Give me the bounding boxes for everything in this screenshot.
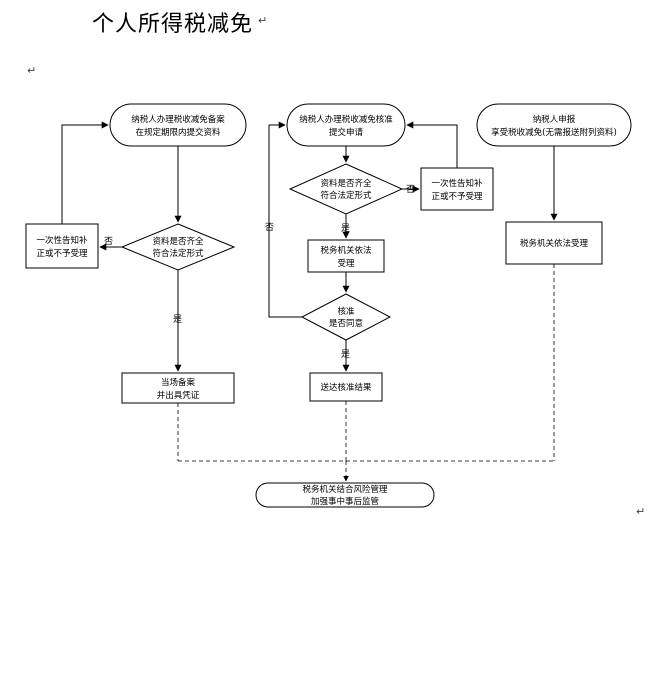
approve-decision-diamond bbox=[300, 293, 392, 341]
paragraph-mark-icon: ↵ bbox=[636, 505, 646, 518]
check-approval-diamond bbox=[288, 163, 404, 215]
check-approval-line2: 符合法定形式 bbox=[320, 190, 372, 201]
start-record-box bbox=[109, 103, 247, 147]
start-declare-line2: 享受税收减免(无需报送附列资料) bbox=[491, 127, 617, 138]
paragraph-mark-icon: ↵ bbox=[258, 14, 268, 27]
start-approval-box bbox=[286, 103, 406, 147]
page-title: 个人所得税减免 bbox=[92, 12, 254, 37]
start-approval-line1: 纳税人办理税收减免核准 bbox=[299, 114, 393, 125]
arrow-decision-no-back bbox=[268, 121, 302, 318]
accept-approval-box bbox=[307, 239, 385, 273]
reject-record-box bbox=[25, 223, 99, 269]
paragraph-mark-icon: ↵ bbox=[27, 64, 37, 77]
supervision-box bbox=[255, 482, 435, 508]
arrow-reject-back-approval bbox=[406, 121, 458, 168]
label-yes-record: 是 bbox=[173, 314, 182, 325]
start-declare-line1: 纳税人申报 bbox=[533, 114, 576, 125]
record-done-line2: 并出具凭证 bbox=[157, 390, 200, 401]
check-approval-line1: 资料是否齐全 bbox=[320, 178, 372, 189]
label-no-decision: 否 bbox=[265, 222, 274, 233]
declare-accept-line1: 税务机关依法受理 bbox=[520, 238, 589, 249]
check-record-line1: 资料是否齐全 bbox=[152, 236, 204, 247]
record-done-line1: 当场备案 bbox=[161, 377, 196, 388]
supervision-line2: 加强事中事后监管 bbox=[311, 496, 379, 507]
accept-approval-line1: 税务机关依法 bbox=[320, 245, 371, 256]
label-no-approval-check: 否 bbox=[406, 184, 415, 195]
check-record-diamond bbox=[120, 223, 236, 271]
start-declare-box bbox=[476, 103, 632, 147]
reject-record-line1: 一次性告知补 bbox=[36, 235, 88, 246]
check-record-line2: 符合法定形式 bbox=[152, 248, 204, 259]
reject-record-line2: 正或不予受理 bbox=[36, 248, 88, 259]
label-yes-approval-check: 是 bbox=[341, 223, 350, 234]
start-approval-line2: 提交申请 bbox=[329, 127, 364, 138]
accept-approval-line2: 受理 bbox=[337, 258, 355, 269]
start-record-line1: 纳税人办理税收减免备案 bbox=[131, 114, 225, 125]
reject-approval-box bbox=[420, 167, 494, 211]
deliver-result-box bbox=[309, 372, 383, 402]
deliver-result-line1: 送达核准结果 bbox=[320, 382, 372, 393]
approve-decision-line2: 是否同意 bbox=[329, 318, 363, 329]
approve-decision-line1: 核准 bbox=[337, 306, 355, 317]
start-record-line2: 在规定期限内提交资料 bbox=[135, 127, 221, 138]
reject-approval-line1: 一次性告知补 bbox=[431, 178, 483, 189]
supervision-line1: 税务机关结合风险管理 bbox=[302, 484, 388, 495]
reject-approval-line2: 正或不予受理 bbox=[431, 191, 483, 202]
label-no-record: 否 bbox=[104, 236, 113, 247]
arrow-reject-back-record bbox=[61, 121, 109, 224]
label-yes-decision: 是 bbox=[341, 349, 350, 360]
declare-accept-box bbox=[505, 221, 603, 265]
record-done-box bbox=[121, 372, 235, 404]
